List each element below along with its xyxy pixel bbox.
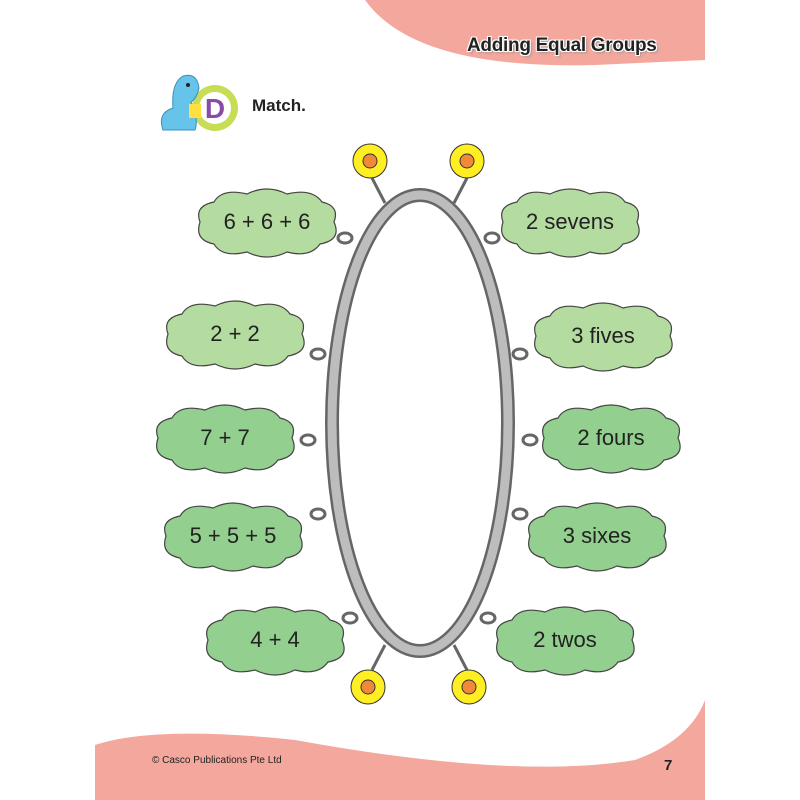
- leaf-label: 2 twos: [533, 627, 597, 652]
- leaf-label: 2 + 2: [210, 321, 260, 346]
- leaf-icon: [534, 302, 673, 372]
- leaf-label: 7 + 7: [200, 425, 250, 450]
- leaf-icon: [528, 502, 667, 572]
- leaf-label: 3 sixes: [562, 523, 632, 548]
- svg-text:D: D: [205, 93, 225, 124]
- leaf-label: 2 sevens: [525, 209, 615, 234]
- page-number: 7: [664, 757, 673, 774]
- leaf-icon: [166, 300, 305, 370]
- right-leaf-3[interactable]: 2 fours: [536, 400, 686, 476]
- page-title: Adding Equal Groups: [467, 35, 657, 56]
- decorative-banners: [95, 0, 705, 800]
- left-leaf-2[interactable]: 2 + 2: [160, 296, 310, 372]
- leaf-icon: [501, 188, 640, 258]
- dinosaur-mascot-icon: D: [160, 74, 238, 131]
- leaf-label: 6 + 6 + 6: [223, 209, 311, 234]
- leaf-label: 2 fours: [577, 425, 645, 450]
- leaf-label: 5 + 5 + 5: [189, 523, 277, 548]
- leaf-label: 3 fives: [571, 323, 635, 348]
- right-leaf-1[interactable]: 2 sevens: [495, 184, 645, 260]
- instruction: Match.: [252, 96, 306, 115]
- right-leaf-2[interactable]: 3 fives: [528, 298, 678, 374]
- leaf-icon: [156, 404, 295, 474]
- flower-icons: [350, 143, 487, 705]
- left-leaf-5[interactable]: 4 + 4: [200, 602, 350, 678]
- leaf-icon: [206, 606, 345, 676]
- leaf-label: 4 + 4: [250, 627, 300, 652]
- leaf-icon: [164, 502, 303, 572]
- leaf-icon: [496, 606, 635, 676]
- left-leaf-1[interactable]: 6 + 6 + 6: [192, 184, 342, 260]
- leaf-icon: [198, 188, 337, 258]
- copyright: © Casco Publications Pte Ltd: [152, 755, 282, 766]
- leaf-icon: [542, 404, 681, 474]
- sheet: [95, 0, 705, 800]
- right-leaf-4[interactable]: 3 sixes: [522, 498, 672, 574]
- left-leaf-3[interactable]: 7 + 7: [150, 400, 300, 476]
- right-leaf-5[interactable]: 2 twos: [490, 602, 640, 678]
- left-leaf-4[interactable]: 5 + 5 + 5: [158, 498, 308, 574]
